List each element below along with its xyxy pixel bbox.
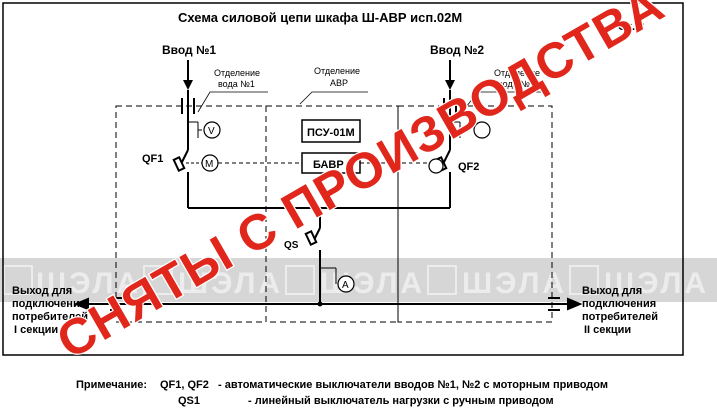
watermark-text-5: ШЭЛА xyxy=(604,267,709,300)
outer-frame xyxy=(2,2,684,356)
notes: Примечание: QF1, QF2 - автоматические вы… xyxy=(76,379,608,407)
notes-row2-devices: QS1 xyxy=(178,395,200,407)
section-2-label: Отделение xyxy=(494,68,540,78)
ammeter-branch xyxy=(320,267,337,284)
voltmeter-branch xyxy=(188,121,202,138)
qf1-label: QF1 xyxy=(142,153,163,165)
ammeter-letter: A xyxy=(342,280,349,291)
section-1-label-2: вода №1 xyxy=(218,79,255,89)
svg-text:I секции: I секции xyxy=(14,324,58,336)
dashed-enclosures xyxy=(115,105,553,323)
connector-1 xyxy=(181,90,195,150)
voltmeter-2-symbol xyxy=(473,121,491,139)
notes-row1-text: - автоматические выключатели вводов №1, … xyxy=(218,379,608,391)
watermark-text-1: ШЭЛА xyxy=(36,267,141,300)
svg-text:подключения: подключения xyxy=(582,298,656,310)
qf2-label: QF2 xyxy=(458,161,479,173)
watermark-logos: ШЭЛА ШЭЛА ШЭЛА ШЭЛА ШЭЛА xyxy=(3,265,709,300)
ammeter-symbol xyxy=(337,275,355,293)
input-2-label: Ввод №2 xyxy=(430,43,484,57)
scheme-ref: Сх. 3 xyxy=(618,21,644,33)
qs1-label: QS xyxy=(284,240,299,251)
svg-text:подключения: подключения xyxy=(12,298,86,310)
output-1-label: Выход для подключения потребителей I сек… xyxy=(12,285,88,336)
bus-junction xyxy=(317,301,323,307)
section-2-label-2: вода №2 xyxy=(498,79,535,89)
output-bus xyxy=(73,297,583,311)
discontinued-stamp: СНЯТЫ С ПРОИЗВОДСТВА xyxy=(48,0,674,370)
bavr-block xyxy=(301,152,361,174)
motor-2-symbol xyxy=(428,158,444,174)
qf1-breaker xyxy=(172,149,189,208)
section-1-label: Отделение xyxy=(214,68,260,78)
input-1-arrow xyxy=(183,60,193,90)
diagram-title: Схема силовой цепи шкафа Ш-АВР исп.02М xyxy=(178,10,462,25)
input-1-label: Ввод №1 xyxy=(162,43,216,57)
voltmeter-letter: V xyxy=(208,126,215,137)
voltmeter-symbol xyxy=(203,121,221,139)
notes-label: Примечание: xyxy=(76,379,147,391)
svg-text:Выход для: Выход для xyxy=(12,285,72,297)
voltmeter-2-branch xyxy=(450,121,461,138)
output-2-label: Выход для подключения потребителей II се… xyxy=(582,285,658,336)
input-2-arrow xyxy=(445,60,455,90)
qs1-switch xyxy=(304,208,321,304)
notes-row2-text: - линейный выключатель нагрузки с ручным… xyxy=(248,395,554,407)
psu-label: ПСУ-01М xyxy=(307,127,355,139)
svg-text:потребителей: потребителей xyxy=(12,311,88,323)
svg-text:II секции: II секции xyxy=(584,324,631,336)
notes-row1-devices: QF1, QF2 xyxy=(160,379,209,391)
avr-section-label: Отделение xyxy=(314,66,360,76)
svg-text:Выход для: Выход для xyxy=(582,285,642,297)
avr-section-label-2: АВР xyxy=(330,78,348,88)
watermark-text-3: ШЭЛА xyxy=(320,267,425,300)
bavr-label: БАВР xyxy=(313,159,344,171)
watermark-text-4: ШЭЛА xyxy=(462,267,567,300)
motor-letter: M xyxy=(205,159,213,170)
watermark-text-2: ШЭЛА xyxy=(178,267,283,300)
psu-block xyxy=(301,119,361,143)
connector-2 xyxy=(443,90,457,150)
svg-text:потребителей: потребителей xyxy=(582,311,658,323)
